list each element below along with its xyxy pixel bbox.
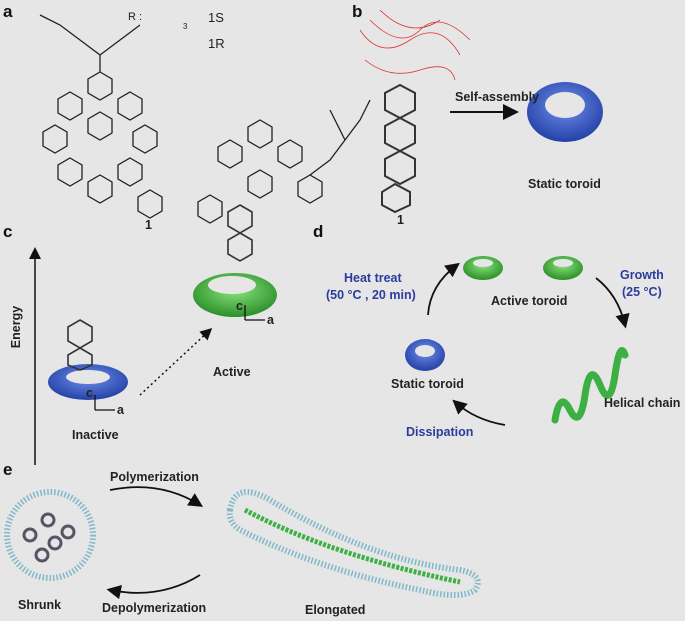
panel-label-c: c	[3, 222, 13, 241]
active-toroid-d	[463, 256, 583, 280]
heat-treat-label: Heat treat	[344, 271, 402, 285]
r-group-label: R :	[128, 11, 143, 23]
shrunk-vesicle	[4, 489, 96, 581]
elongated-vesicle	[226, 489, 481, 598]
panel-label-b: b	[352, 2, 363, 21]
heat-conditions: (50 °C , 20 min)	[326, 288, 416, 302]
axis-a-active: a	[267, 313, 274, 327]
activation-arrow	[139, 327, 213, 396]
polymerization-label: Polymerization	[110, 470, 199, 484]
compound-label-b: 1	[397, 213, 404, 227]
shrunk-label: Shrunk	[18, 598, 62, 612]
panel-label-a: a	[3, 2, 13, 21]
energy-axis-label: Energy	[9, 305, 24, 349]
active-toroid-label: Active toroid	[491, 294, 568, 308]
molecule-1-structure	[39, 14, 371, 224]
helical-chain-image	[551, 347, 629, 424]
molecule-1-3d-model	[359, 9, 471, 81]
isomer-1r: 1R	[208, 36, 225, 51]
compound-label-a: 1	[145, 218, 152, 232]
inactive-toroid	[48, 364, 128, 400]
static-toroid-d	[405, 339, 445, 371]
dissipation-label: Dissipation	[406, 425, 474, 439]
elongated-label: Elongated	[305, 603, 366, 617]
static-toroid-label: Static toroid	[528, 177, 601, 191]
axis-a-inactive: a	[117, 403, 124, 417]
subscript: 3	[183, 22, 188, 31]
static-toroid-image	[527, 82, 603, 142]
inactive-label: Inactive	[72, 428, 119, 442]
isomer-1s: 1S	[208, 10, 224, 25]
panel-label-d: d	[313, 222, 324, 241]
growth-temp: (25 °C)	[622, 285, 662, 299]
axis-c-inactive: c	[86, 386, 93, 400]
static-toroid-label-d: Static toroid	[391, 377, 464, 391]
helical-chain-label: Helical chain	[604, 396, 681, 410]
active-label: Active	[213, 365, 251, 379]
depolymerization-label: Depolymerization	[102, 601, 207, 615]
growth-label: Growth	[620, 268, 664, 282]
axis-c-active: c	[236, 299, 243, 313]
active-toroid-c	[193, 273, 277, 317]
panel-label-e: e	[3, 460, 13, 479]
self-assembly-label: Self-assembly	[455, 90, 540, 104]
